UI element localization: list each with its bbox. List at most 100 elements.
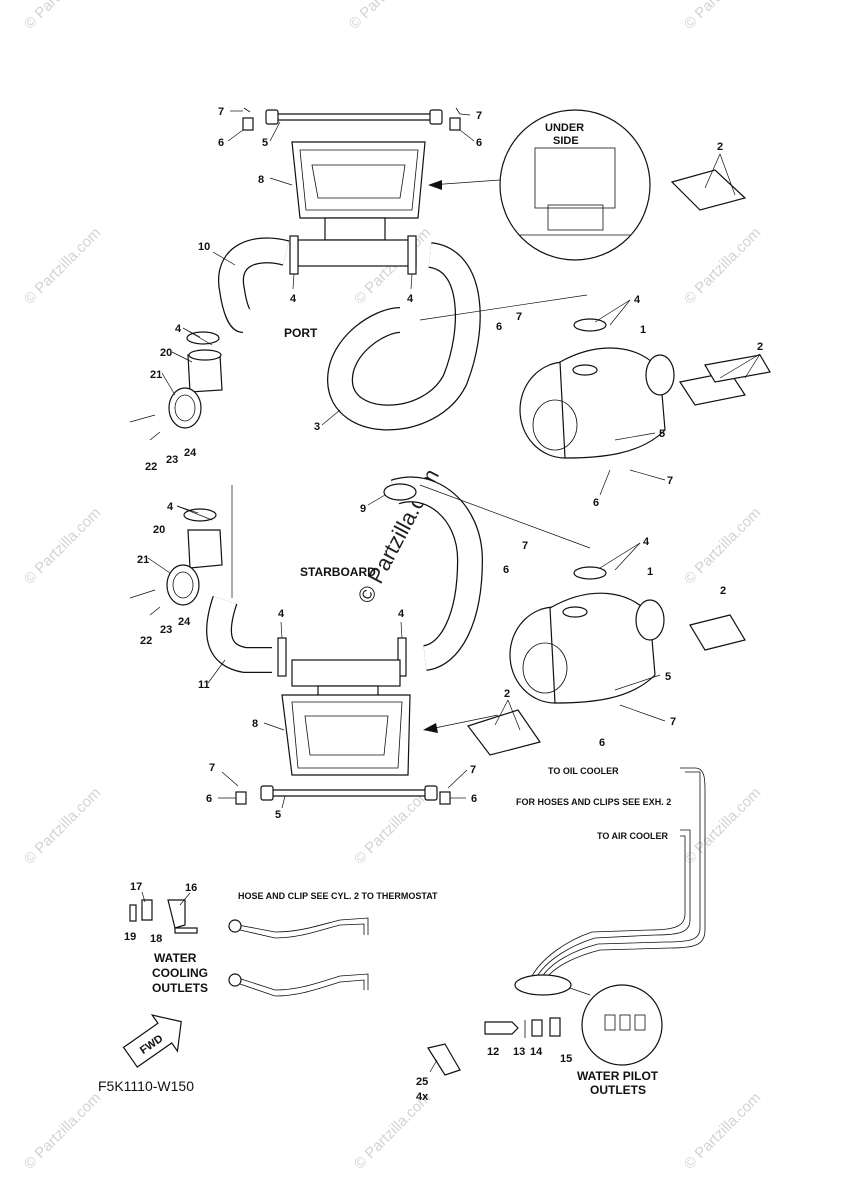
callout-6: 6 [503, 564, 509, 576]
callout-5: 5 [262, 137, 268, 149]
to-oil-cooler-label: TO OIL COOLER [548, 766, 619, 776]
callouts: 7 6 5 7 6 8 2 10 4 4 4 4 7 6 1 2 20 21 3… [124, 106, 763, 1088]
watermark: © Partzilla.com [681, 224, 764, 307]
pad-2 [689, 614, 746, 651]
callout-19: 19 [124, 931, 136, 943]
clamp-icon [573, 318, 607, 332]
callout-16: 16 [185, 882, 197, 894]
callout-7: 7 [522, 540, 528, 552]
watermark: © Partzilla.com [681, 504, 764, 587]
callout-11: 11 [198, 679, 210, 691]
fitting-16 [167, 899, 186, 929]
callout-5: 5 [665, 671, 671, 683]
callout-9: 9 [360, 503, 366, 515]
callout-10: 10 [198, 241, 210, 253]
callout-4: 4 [175, 323, 182, 335]
callout-25: 25 [416, 1076, 428, 1088]
silencer-bottom [281, 659, 411, 776]
callout-15: 15 [560, 1053, 572, 1065]
pad-2 [670, 169, 747, 211]
callout-6: 6 [206, 793, 212, 805]
strap-top [265, 109, 443, 125]
clip-icon [439, 791, 451, 805]
callout-2: 2 [720, 585, 726, 597]
pilot-outlets-inset [581, 984, 663, 1066]
water-cooling-label: OUTLETS [152, 981, 208, 995]
watermark: © Partzilla.com [681, 1089, 764, 1172]
section-labels: PORT STARBOARD TO OIL COOLER FOR HOSES A… [98, 326, 671, 1103]
callout-6: 6 [599, 737, 605, 749]
watermark: © Partzilla.com [346, 0, 429, 33]
clamp-icon [186, 331, 220, 345]
callout-8: 8 [252, 718, 258, 730]
callout-2: 2 [757, 341, 763, 353]
callout-12: 12 [487, 1046, 499, 1058]
callout-7: 7 [470, 764, 476, 776]
callout-18: 18 [150, 933, 162, 945]
fwd-arrow-icon: FWD [122, 1014, 182, 1068]
callout-17: 17 [130, 881, 142, 893]
callout-4: 4 [278, 608, 285, 620]
watermark: © Partzilla.com [21, 1089, 104, 1172]
watermark: © Partzilla.com [351, 784, 434, 867]
callout-23: 23 [160, 624, 172, 636]
callout-24: 24 [178, 616, 191, 628]
water-cooling-label: WATER [154, 951, 197, 965]
callout-8: 8 [258, 174, 264, 186]
under-side-inset: UNDER SIDE [499, 109, 747, 261]
callout-20: 20 [153, 524, 165, 536]
callout-2: 2 [717, 141, 723, 153]
callout-4: 4 [643, 536, 650, 548]
clamp-icon [289, 235, 299, 275]
callout-14: 14 [530, 1046, 543, 1058]
pad-2 [467, 709, 541, 756]
watermark: © Partzilla.com [21, 224, 104, 307]
strap-bottom [260, 785, 438, 801]
water-pilot-label: WATER PILOT [577, 1069, 659, 1083]
callout-6: 6 [218, 137, 224, 149]
hose-clip-note: HOSE AND CLIP SEE CYL. 2 TO THERMOSTAT [238, 891, 438, 901]
callout-6: 6 [476, 137, 482, 149]
clamp-icon [277, 637, 287, 677]
washer-17 [141, 899, 153, 921]
callout-21: 21 [137, 554, 149, 566]
callout-20: 20 [160, 347, 172, 359]
callout-22: 22 [145, 461, 157, 473]
watermark: © Partzilla.com [681, 784, 764, 867]
air-silencer-bottom [509, 566, 746, 704]
watermark: © Partzilla.com [21, 784, 104, 867]
callout-6: 6 [496, 321, 502, 333]
starboard-assembly [129, 476, 746, 805]
callout-4: 4 [407, 293, 414, 305]
clamp-icon [573, 566, 607, 580]
clamp-icon [407, 235, 417, 275]
plug-25 [427, 1043, 461, 1076]
callout-4: 4 [634, 294, 641, 306]
port-label: PORT [284, 326, 318, 340]
callout-1: 1 [640, 324, 646, 336]
under-side-label: SIDE [553, 135, 579, 147]
watermark: © Partzilla.com [681, 0, 764, 33]
callout-24: 24 [184, 447, 197, 459]
callout-21: 21 [150, 369, 162, 381]
callout-4: 4 [167, 501, 174, 513]
callout-3: 3 [314, 421, 320, 433]
callout-7: 7 [476, 110, 482, 122]
starboard-label: STARBOARD [300, 565, 376, 579]
callout-5: 5 [659, 428, 665, 440]
callout-7: 7 [670, 716, 676, 728]
fitting-12 [484, 1021, 519, 1035]
callout-13: 13 [513, 1046, 525, 1058]
callout-6: 6 [471, 793, 477, 805]
qty-label: 4x [416, 1091, 429, 1103]
callout-1: 1 [647, 566, 653, 578]
callout-2: 2 [504, 688, 510, 700]
water-cooling-label: COOLING [152, 966, 208, 980]
air-silencer-top [519, 318, 771, 459]
screen-21 [166, 564, 200, 606]
hoses-clips-note: FOR HOSES AND CLIPS SEE EXH. 2 [516, 797, 671, 807]
cooling-assembly: FWD [122, 767, 706, 1076]
elbow-20 [187, 529, 223, 569]
clip-icon [449, 117, 461, 131]
callout-6: 6 [593, 497, 599, 509]
